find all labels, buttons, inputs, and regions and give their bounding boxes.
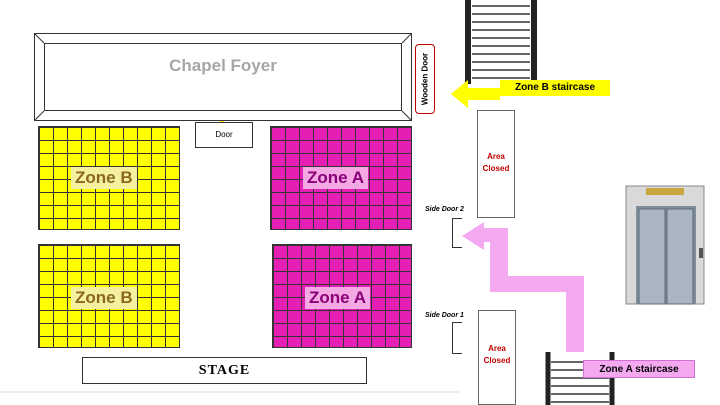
- zone-a-route: [462, 222, 584, 356]
- door-label: Door: [195, 122, 253, 148]
- closed-area-bottom-line1: Area: [488, 344, 506, 353]
- wooden-door: Wooden Door: [415, 44, 435, 114]
- closed-area-top: Area Closed: [477, 110, 515, 218]
- zone-a-top-label: Zone A: [303, 167, 368, 189]
- side-door-1-label: Side Door 1: [425, 312, 464, 319]
- zone-b-staircase-callout: Zone B staircase: [500, 80, 610, 96]
- stage-label: STAGE: [82, 357, 367, 384]
- zone-b-bottom-seating: Zone B: [38, 244, 180, 348]
- zone-a-bottom-seating: Zone A: [272, 244, 412, 348]
- zone-b-bottom-label: Zone B: [71, 287, 137, 309]
- foyer-inner-wall: [44, 43, 402, 111]
- foyer-corner-lines: [34, 33, 412, 121]
- zone-b-top-seating: Zone B: [38, 126, 180, 230]
- closed-area-top-line2: Closed: [482, 164, 510, 173]
- closed-area-top-line1: Area: [487, 152, 505, 161]
- zone-a-top-seating: Zone A: [270, 126, 412, 230]
- closed-area-bottom: Area Closed: [478, 310, 516, 405]
- zone-b-top-label: Zone B: [71, 167, 137, 189]
- zone-a-staircase-callout: Zone A staircase: [583, 360, 695, 378]
- foyer-label: Chapel Foyer: [169, 56, 277, 75]
- wooden-door-label: Wooden Door: [420, 52, 430, 106]
- zone-a-bottom-label: Zone A: [305, 287, 370, 309]
- staircase-icon: [465, 0, 537, 84]
- side-door-1: [452, 322, 462, 354]
- side-door-2: [452, 218, 462, 248]
- elevator-icon: [625, 185, 705, 305]
- side-door-2-label: Side Door 2: [425, 206, 464, 213]
- arrow-icon: [451, 80, 500, 108]
- closed-area-bottom-line2: Closed: [483, 356, 511, 365]
